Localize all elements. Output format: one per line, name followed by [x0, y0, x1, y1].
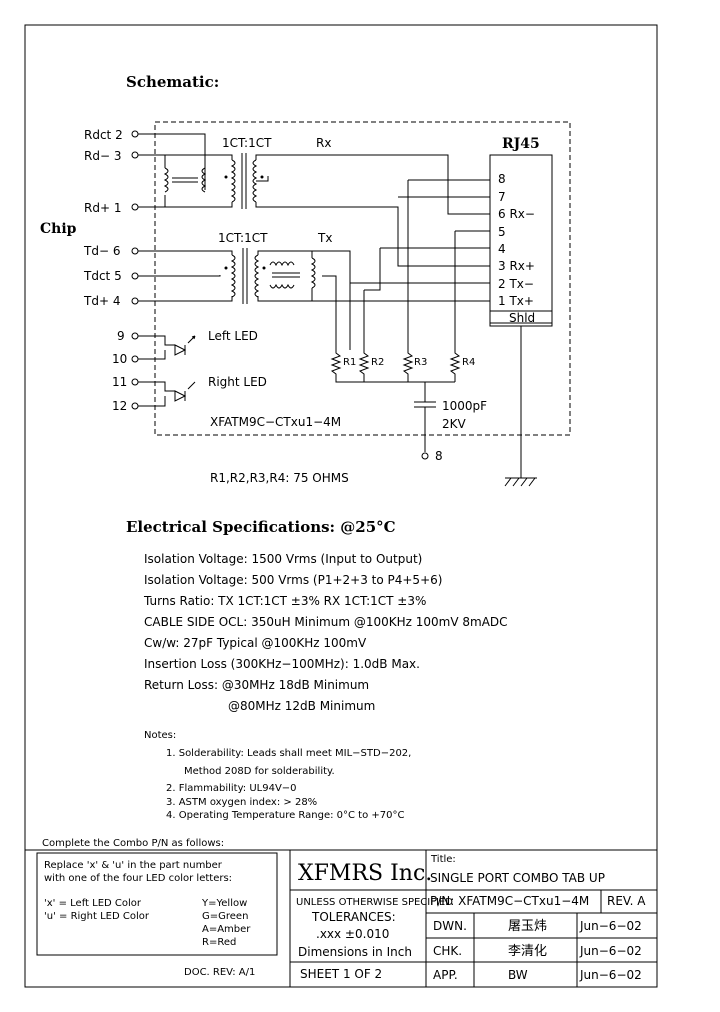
svg-text:R1: R1: [343, 357, 356, 368]
svg-text:'u' = Right LED Color: 'u' = Right LED Color: [44, 911, 150, 922]
svg-text:RJ45: RJ45: [502, 136, 540, 152]
svg-text:Jun−6−02: Jun−6−02: [579, 944, 642, 958]
pin-rd-plus: Rd+ 1: [84, 201, 121, 215]
svg-text:A=Amber: A=Amber: [202, 924, 251, 935]
svg-text:Return Loss: @30MHz 18dB: Return Loss: @30MHz 18dB Minimum: [144, 678, 369, 692]
svg-text:1 Tx+: 1 Tx+: [498, 294, 534, 308]
pin-tdct: Tdct 5: [83, 269, 122, 283]
sheet-border: [24, 24, 658, 988]
svg-text:.xxx ±0.010: .xxx ±0.010: [316, 927, 389, 941]
svg-text:R4: R4: [462, 357, 475, 368]
electrical-spec-list: Isolation Voltage: 1500 Vrms (Input to O…: [143, 552, 508, 713]
svg-text:4. Operating Temperature Ra: 4. Operating Temperature Range: 0°C to +…: [166, 810, 405, 821]
rx-transformer: 1CT:1CT Rx: [138, 133, 490, 267]
svg-text:4: 4: [498, 242, 506, 256]
svg-text:Method 208D for solderabili: Method 208D for solderability.: [184, 766, 335, 777]
svg-text:8: 8: [435, 449, 443, 463]
svg-text:Dimensions in Inch: Dimensions in Inch: [298, 945, 412, 959]
tx-transformer: 1CT:1CT Tx: [138, 231, 490, 350]
chip-label: Chip: [40, 221, 77, 237]
svg-text:1. Solderability: Leads sha: 1. Solderability: Leads shall meet MIL−S…: [166, 748, 411, 759]
svg-text:7: 7: [498, 190, 506, 204]
svg-text:Cw/w: 27pF Typical @100KHz: Cw/w: 27pF Typical @100KHz 100mV: [144, 636, 367, 650]
svg-text:Turns Ratio: TX 1CT:1CT ±3: Turns Ratio: TX 1CT:1CT ±3% RX 1CT:1CT ±…: [143, 594, 426, 608]
svg-text:Insertion Loss (300KHz−100MH: Insertion Loss (300KHz−100MHz): 1.0dB Ma…: [144, 657, 420, 671]
svg-text:TOLERANCES:: TOLERANCES:: [311, 910, 396, 924]
svg-text:BW: BW: [508, 968, 528, 982]
pin-rdct: Rdct 2: [84, 128, 123, 142]
svg-text:R3: R3: [414, 357, 427, 368]
svg-text:李清化: 李清化: [508, 944, 547, 959]
module-part-number: XFATM9C−CTxu1−4M: [210, 415, 341, 429]
svg-text:@80MHz 12dB Minimum: @80MHz 12dB Minimum: [228, 699, 375, 713]
pin-9: 9: [117, 329, 125, 343]
svg-text:Y=Yellow: Y=Yellow: [201, 898, 247, 909]
svg-text:APP.: APP.: [433, 968, 458, 982]
svg-text:UNLESS OTHERWISE SPECIFIED: UNLESS OTHERWISE SPECIFIED: [296, 897, 453, 908]
svg-text:屠玉炜: 屠玉炜: [508, 919, 547, 934]
svg-text:6 Rx−: 6 Rx−: [498, 207, 535, 221]
svg-text:3. ASTM oxygen index: > 2: 3. ASTM oxygen index: > 28%: [166, 797, 317, 808]
svg-text:2. Flammability: UL94V−0: 2. Flammability: UL94V−0: [166, 783, 297, 794]
svg-text:P/N: XFATM9C−CTxu1−4M: P/N: XFATM9C−CTxu1−4M: [430, 894, 589, 908]
svg-text:Rx: Rx: [316, 136, 331, 150]
svg-text:R=Red: R=Red: [202, 937, 236, 948]
svg-text:XFMRS Inc.: XFMRS Inc.: [298, 861, 432, 886]
notes-list: 1. Solderability: Leads shall meet MIL−S…: [166, 748, 411, 821]
led-circuits: Left LED Right LED: [138, 329, 267, 407]
svg-text:1CT:1CT: 1CT:1CT: [222, 136, 272, 150]
svg-text:Isolation Voltage: 500 Vrm: Isolation Voltage: 500 Vrms (P1+2+3 to P…: [144, 573, 442, 587]
resistor-note: R1,R2,R3,R4: 75 OHMS: [210, 471, 349, 485]
svg-text:Isolation Voltage: 1500 Vr: Isolation Voltage: 1500 Vrms (Input to O…: [144, 552, 422, 566]
pin-10: 10: [112, 352, 127, 366]
ground-symbol: [504, 477, 537, 487]
pin-terminals: [131, 130, 139, 410]
svg-text:with one of the four LED: with one of the four LED color letters:: [44, 873, 232, 884]
pin-td-minus: Td− 6: [83, 244, 120, 258]
pin-td-plus: Td+ 4: [83, 294, 120, 308]
pin-12: 12: [112, 399, 127, 413]
electrical-heading: Electrical Specifications: @25°C: [126, 518, 396, 536]
rj45-block: RJ45 8 7 6 Rx− 5 4 3 Rx+ 2 Tx− 1 Tx+ Shl…: [380, 136, 553, 478]
svg-text:Title:: Title:: [430, 854, 456, 865]
doc-rev: DOC. REV: A/1: [184, 967, 255, 978]
title-block: XFMRS Inc. Title: SINGLE PORT COMBO TAB …: [289, 849, 657, 987]
svg-text:5: 5: [498, 225, 506, 239]
svg-text:REV. A: REV. A: [607, 894, 646, 908]
combo-box: [36, 852, 278, 956]
svg-text:1000pF: 1000pF: [442, 399, 487, 413]
notes-heading: Notes:: [144, 730, 176, 741]
svg-text:SINGLE PORT COMBO TAB UP: SINGLE PORT COMBO TAB UP: [430, 871, 605, 885]
svg-text:Left LED: Left LED: [208, 329, 258, 343]
svg-text:'x' = Left LED Color: 'x' = Left LED Color: [44, 898, 142, 909]
svg-text:CABLE SIDE OCL: 350uH Mini: CABLE SIDE OCL: 350uH Minimum @100KHz 10…: [144, 615, 508, 629]
combo-heading: Complete the Combo P/N as follows:: [42, 838, 224, 849]
svg-text:Right LED: Right LED: [208, 375, 267, 389]
module-outline: [154, 121, 571, 436]
svg-text:Jun−6−02: Jun−6−02: [579, 919, 642, 933]
svg-text:8: 8: [498, 172, 506, 186]
pin-rd-minus: Rd− 3: [84, 149, 121, 163]
svg-text:CHK.: CHK.: [433, 944, 462, 958]
schematic-heading: Schematic:: [126, 73, 219, 91]
svg-text:3 Rx+: 3 Rx+: [498, 259, 535, 273]
svg-text:Replace 'x' & 'u' in the: Replace 'x' & 'u' in the part number: [44, 860, 223, 871]
svg-text:Jun−6−02: Jun−6−02: [579, 968, 642, 982]
resistor-network: R1 R2 R3 R4 1000pF 2KV 8: [330, 180, 487, 463]
svg-text:SHEET 1 OF 2: SHEET 1 OF 2: [300, 967, 382, 981]
svg-text:R2: R2: [371, 357, 384, 368]
svg-text:2KV: 2KV: [442, 417, 467, 431]
svg-text:Shld: Shld: [509, 311, 535, 325]
svg-text:DWN.: DWN.: [433, 919, 467, 933]
pin-11: 11: [112, 375, 127, 389]
svg-text:1CT:1CT: 1CT:1CT: [218, 231, 268, 245]
svg-text:G=Green: G=Green: [202, 911, 248, 922]
svg-text:Tx: Tx: [317, 231, 332, 245]
svg-text:2 Tx−: 2 Tx−: [498, 277, 534, 291]
